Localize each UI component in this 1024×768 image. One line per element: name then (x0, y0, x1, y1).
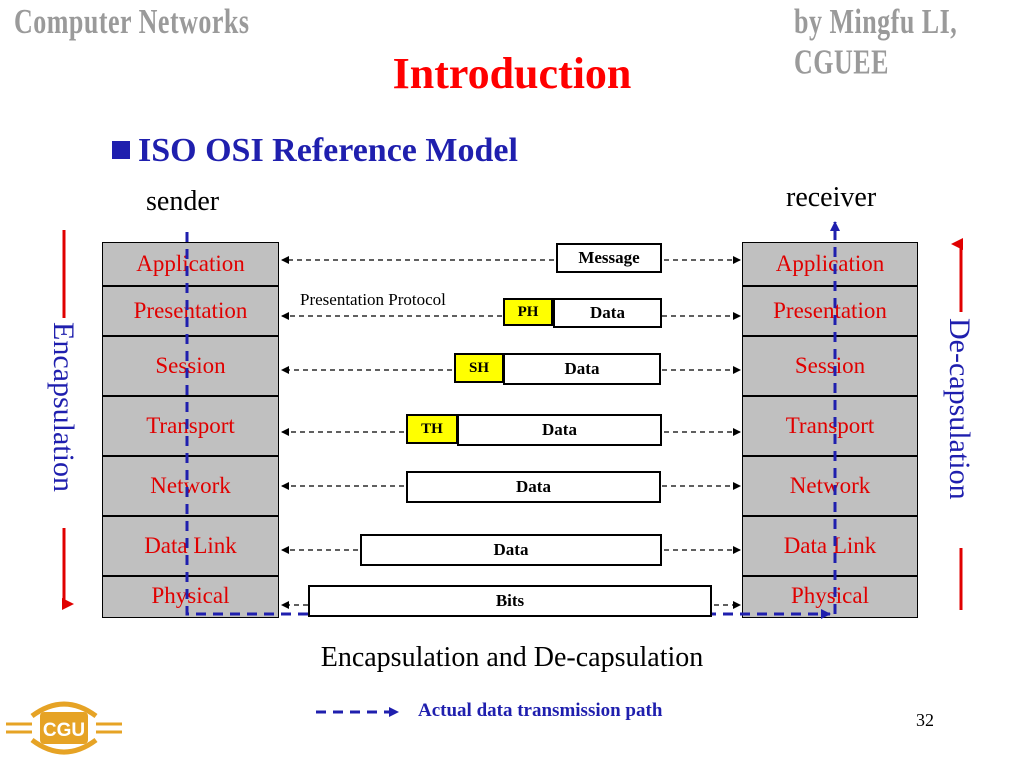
decapsulation-label: De-capsulation (943, 318, 976, 500)
pdu-message: Message (556, 243, 662, 273)
presentation-protocol-label: Presentation Protocol (300, 290, 446, 309)
header-sh: SH (454, 353, 504, 383)
sender-layer-data-link: Data Link (102, 516, 279, 576)
transmission-path-down (185, 232, 831, 619)
logo-text: CGU (43, 720, 85, 741)
slide-subtitle: ISO OSI Reference Model (112, 132, 518, 170)
sender-layer-application: Application (102, 242, 279, 286)
pdu-presentation-data: Data (553, 298, 662, 328)
subtitle-text: ISO OSI Reference Model (138, 132, 518, 169)
receiver-layer-data-link: Data Link (742, 516, 918, 576)
figure-caption: Encapsulation and De-capsulation (320, 642, 704, 673)
sender-layer-transport: Transport (102, 396, 279, 456)
course-header: Computer Networks (14, 2, 250, 42)
page-number: 32 (916, 710, 934, 730)
pdu-session-data: Data (503, 353, 661, 385)
receiver-layer-session: Session (742, 336, 918, 396)
pdu-transport-data: Data (457, 414, 662, 446)
cgu-logo-icon: CGU (6, 701, 122, 755)
encapsulation-label: Encapsulation (47, 322, 80, 492)
receiver-layer-transport: Transport (742, 396, 918, 456)
receiver-layer-presentation: Presentation (742, 286, 918, 336)
sender-label: sender (146, 186, 220, 217)
square-bullet-icon (112, 141, 130, 159)
sender-layer-physical: Physical (102, 576, 279, 618)
legend-text: Actual data transmission path (418, 700, 663, 721)
sender-layer-presentation: Presentation (102, 286, 279, 336)
receiver-layer-application: Application (742, 242, 918, 286)
sender-layer-network: Network (102, 456, 279, 516)
slide-title: Introduction (392, 49, 632, 98)
receiver-layer-network: Network (742, 456, 918, 516)
author-header: by Mingfu LI, CGUEE (794, 2, 958, 82)
receiver-label: receiver (786, 182, 877, 213)
header-ph: PH (503, 298, 553, 326)
pdu-physical-bits: Bits (308, 585, 712, 617)
pdu-network-data: Data (406, 471, 661, 503)
sender-layer-session: Session (102, 336, 279, 396)
header-th: TH (406, 414, 458, 444)
pdu-datalink-data: Data (360, 534, 662, 566)
